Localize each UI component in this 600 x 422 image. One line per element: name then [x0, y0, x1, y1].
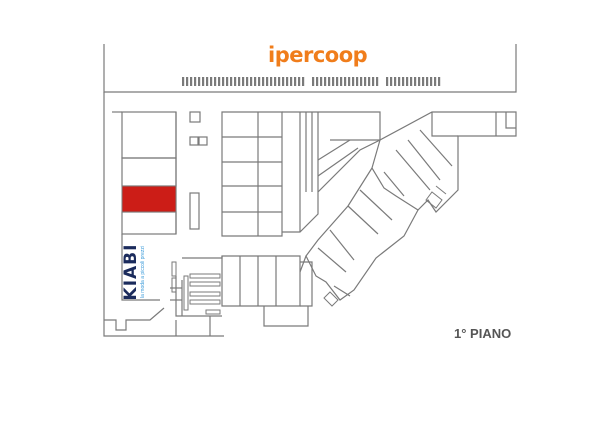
checkout-lane	[368, 77, 371, 86]
checkout-lane	[414, 77, 417, 86]
unit-block-bottom	[221, 255, 313, 327]
checkout-lane	[328, 77, 331, 86]
checkout-lane	[410, 77, 413, 86]
kiabi-store[interactable]: KIABI la moda a piccoli prezzi	[120, 240, 154, 304]
checkout-lane	[194, 77, 197, 86]
checkout-lane	[214, 77, 217, 86]
service-block-2	[189, 136, 199, 146]
unit-block-center	[221, 111, 283, 237]
checkout-lane	[430, 77, 433, 86]
checkout-lane	[250, 77, 253, 86]
escalator-group	[183, 273, 221, 315]
checkout-lane	[426, 77, 429, 86]
outer-wall-left	[103, 92, 224, 337]
checkout-lane	[230, 77, 233, 86]
unit-block-diagonal-upper	[371, 111, 517, 213]
kiabi-name: KIABI	[121, 243, 141, 301]
checkout-lane	[320, 77, 323, 86]
checkout-lane	[402, 77, 405, 86]
checkout-lane	[270, 77, 273, 86]
checkout-lane	[262, 77, 265, 86]
checkout-lane	[356, 77, 359, 86]
checkout-lane	[364, 77, 367, 86]
kiabi-logo: KIABI la moda a piccoli prezzi	[121, 240, 152, 304]
checkout-lane	[234, 77, 237, 86]
checkout-lane	[340, 77, 343, 86]
checkout-lane	[246, 77, 249, 86]
checkout-lane	[332, 77, 335, 86]
checkout-lane	[274, 77, 277, 86]
checkout-lane	[302, 77, 305, 86]
checkout-lane	[352, 77, 355, 86]
stair-markers	[171, 261, 177, 293]
checkout-lane	[182, 77, 185, 86]
checkout-lane	[254, 77, 257, 86]
checkout-lane	[206, 77, 209, 86]
checkout-lane	[360, 77, 363, 86]
outer-wall-bottom-left	[104, 307, 165, 331]
checkout-lane	[324, 77, 327, 86]
checkout-lane	[406, 77, 409, 86]
checkout-lane	[298, 77, 301, 86]
escalator-lower-3	[189, 291, 221, 297]
checkout-lane	[278, 77, 281, 86]
checkout-lane	[226, 77, 229, 86]
checkout-lanes	[182, 77, 441, 86]
escalator-center	[189, 192, 200, 230]
escalator-vert-2	[205, 309, 221, 315]
checkout-lane	[376, 77, 379, 86]
checkout-lane	[344, 77, 347, 86]
escalator-lower-2	[189, 281, 221, 287]
unit-block-corridor	[282, 111, 381, 233]
checkout-lane	[418, 77, 421, 86]
checkout-lane	[258, 77, 261, 86]
checkout-lane	[422, 77, 425, 86]
escalator-lower-4	[189, 299, 221, 305]
escalator-lower-1	[189, 273, 221, 279]
checkout-lane	[286, 77, 289, 86]
checkout-lane	[294, 77, 297, 86]
checkout-lane	[290, 77, 293, 86]
checkout-lane	[282, 77, 285, 86]
highlighted-store-unit[interactable]	[121, 185, 177, 213]
checkout-lane	[210, 77, 213, 86]
ipercoop-logo: ipercoop	[268, 43, 368, 67]
checkout-lane	[198, 77, 201, 86]
checkout-lane	[202, 77, 205, 86]
checkout-lane	[266, 77, 269, 86]
diagonal-stairs	[323, 185, 447, 307]
service-block-1	[189, 111, 201, 123]
checkout-lane	[434, 77, 437, 86]
checkout-lane	[190, 77, 193, 86]
outer-wall-top	[103, 44, 517, 93]
checkout-lane	[390, 77, 393, 86]
checkout-lane	[438, 77, 441, 86]
kiabi-tagline: la moda a piccoli prezzi	[140, 246, 146, 298]
checkout-lane	[348, 77, 351, 86]
floor-label: 1° PIANO	[454, 326, 512, 341]
checkout-lane	[222, 77, 225, 86]
checkout-lane	[186, 77, 189, 86]
checkout-lane	[372, 77, 375, 86]
checkout-lane	[386, 77, 389, 86]
unit-block-diagonal-lower	[305, 167, 419, 301]
escalator-vert-1	[183, 275, 189, 311]
checkout-lane	[316, 77, 319, 86]
checkout-lane	[242, 77, 245, 86]
checkout-lane	[336, 77, 339, 86]
checkout-lane	[394, 77, 397, 86]
checkout-lane	[238, 77, 241, 86]
checkout-lane	[312, 77, 315, 86]
service-block-3	[198, 136, 208, 146]
checkout-lane	[398, 77, 401, 86]
checkout-lane	[218, 77, 221, 86]
